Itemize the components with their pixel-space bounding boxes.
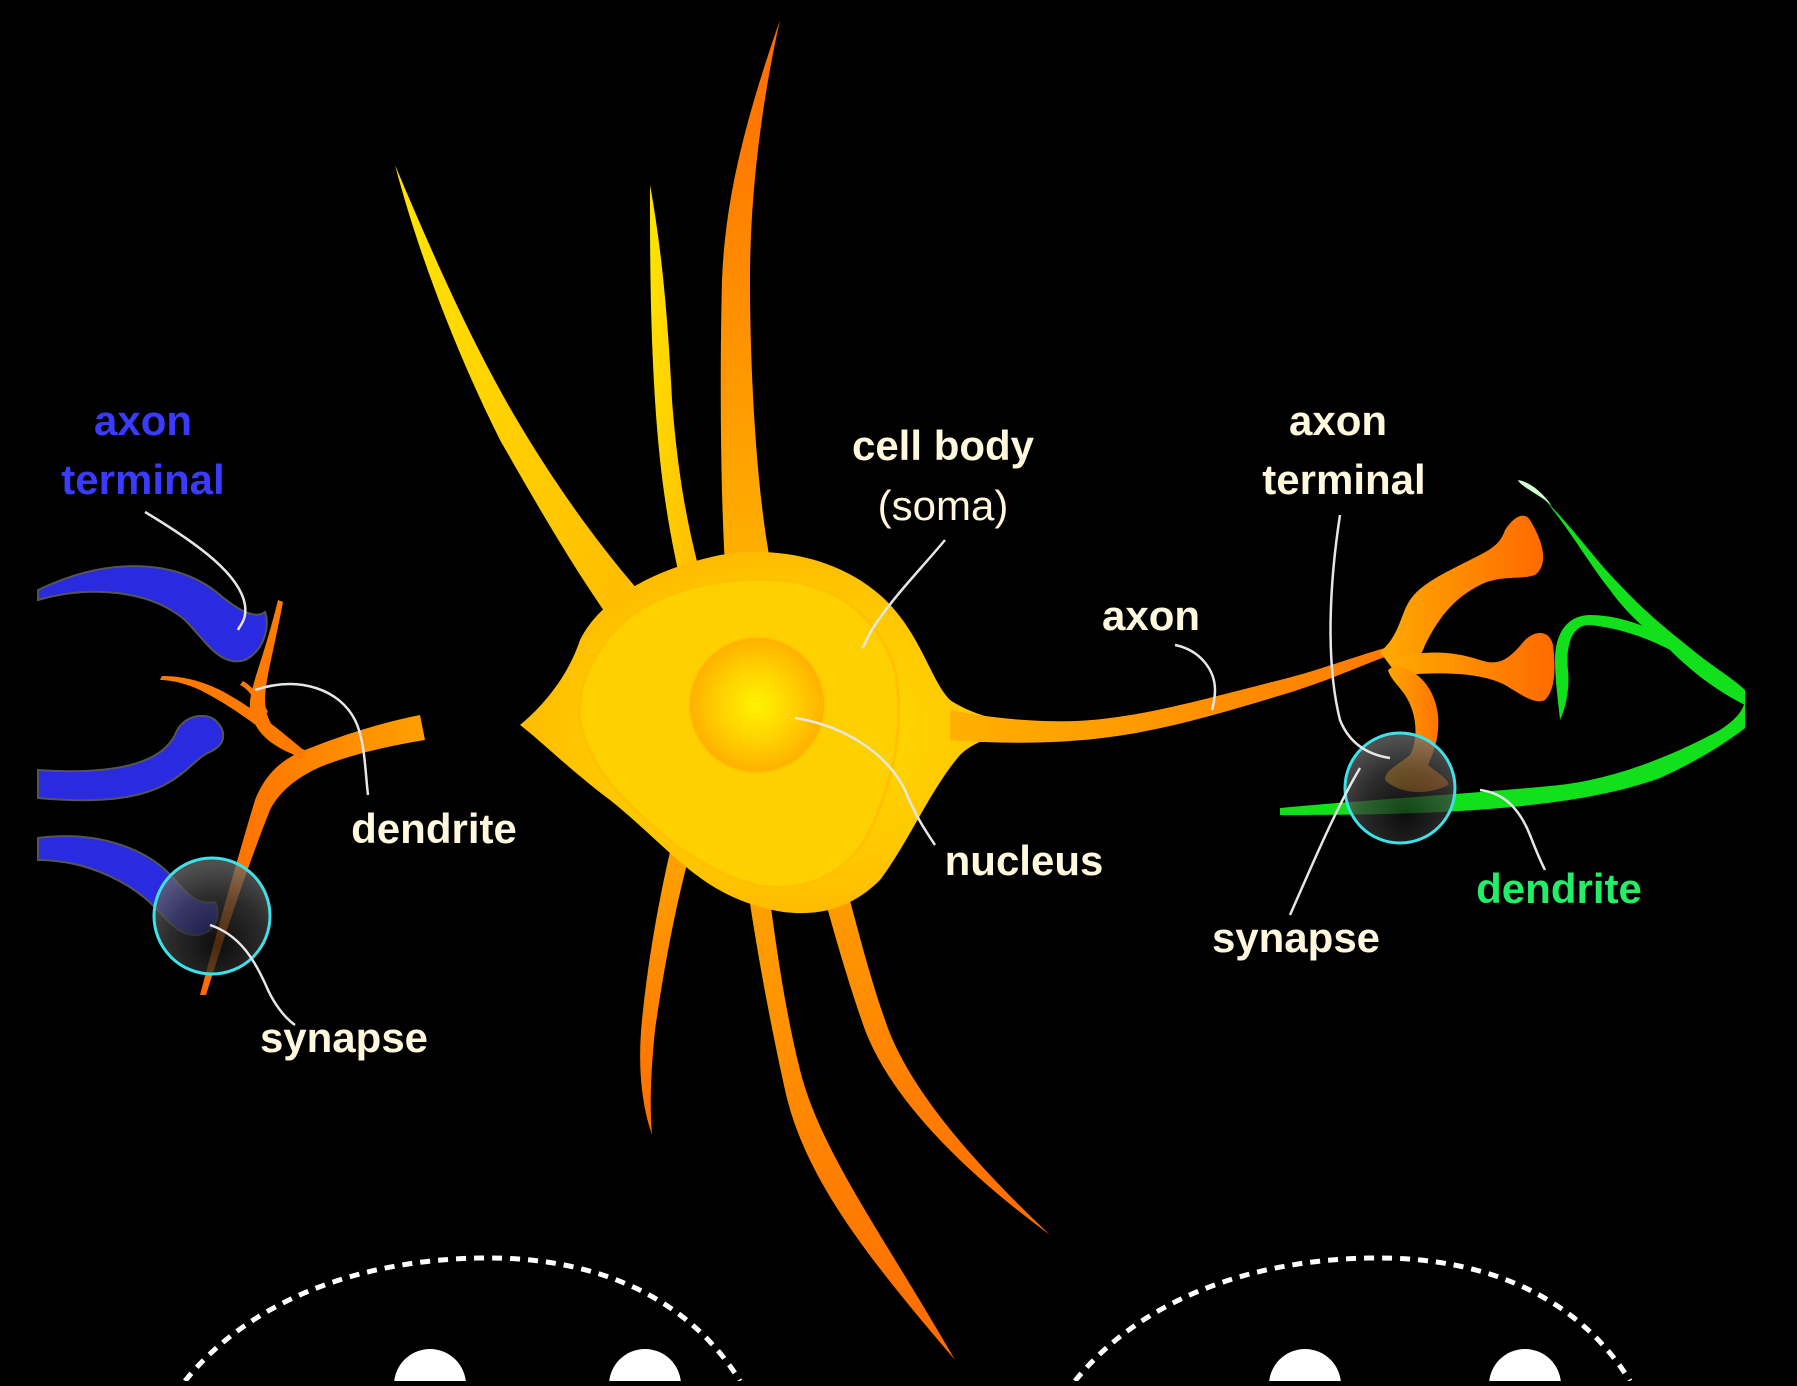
leader-line-axon-terminal-right: [1331, 515, 1390, 758]
label-cell-body: cell body: [852, 422, 1035, 469]
label-nucleus: nucleus: [945, 837, 1104, 884]
white-dot-4: [1489, 1349, 1561, 1381]
dendrite-upper-thin: [650, 185, 705, 600]
green-dendrite-branch: [1555, 615, 1705, 720]
label-axon-terminal-left-line1: axon: [94, 397, 192, 444]
label-synapse-right: synapse: [1212, 914, 1380, 961]
synapse-circle-left: [154, 858, 270, 974]
axon-shaft: [950, 648, 1390, 743]
white-dot-1: [394, 1349, 466, 1381]
green-dendrite-upper: [1545, 500, 1745, 705]
label-dendrite-left: dendrite: [351, 805, 517, 852]
bottom-decoration: [185, 1258, 1630, 1381]
label-axon-terminal-left-line2: terminal: [61, 456, 224, 503]
label-dendrite-right: dendrite: [1476, 865, 1642, 912]
synapse-circle-right: [1345, 733, 1455, 843]
white-dot-2: [609, 1349, 681, 1381]
nucleus-shape: [689, 637, 825, 773]
label-axon: axon: [1102, 592, 1200, 639]
label-axon-terminal-right-line1: axon: [1289, 397, 1387, 444]
left-blue-terminal-middle: [38, 716, 223, 800]
dendrite-tall-top: [721, 20, 780, 565]
label-soma: (soma): [878, 482, 1009, 529]
dendrite-upper-left: [395, 165, 660, 640]
white-dot-3: [1269, 1349, 1341, 1381]
label-axon-terminal-right-line2: terminal: [1262, 456, 1425, 503]
label-synapse-left: synapse: [260, 1014, 428, 1061]
